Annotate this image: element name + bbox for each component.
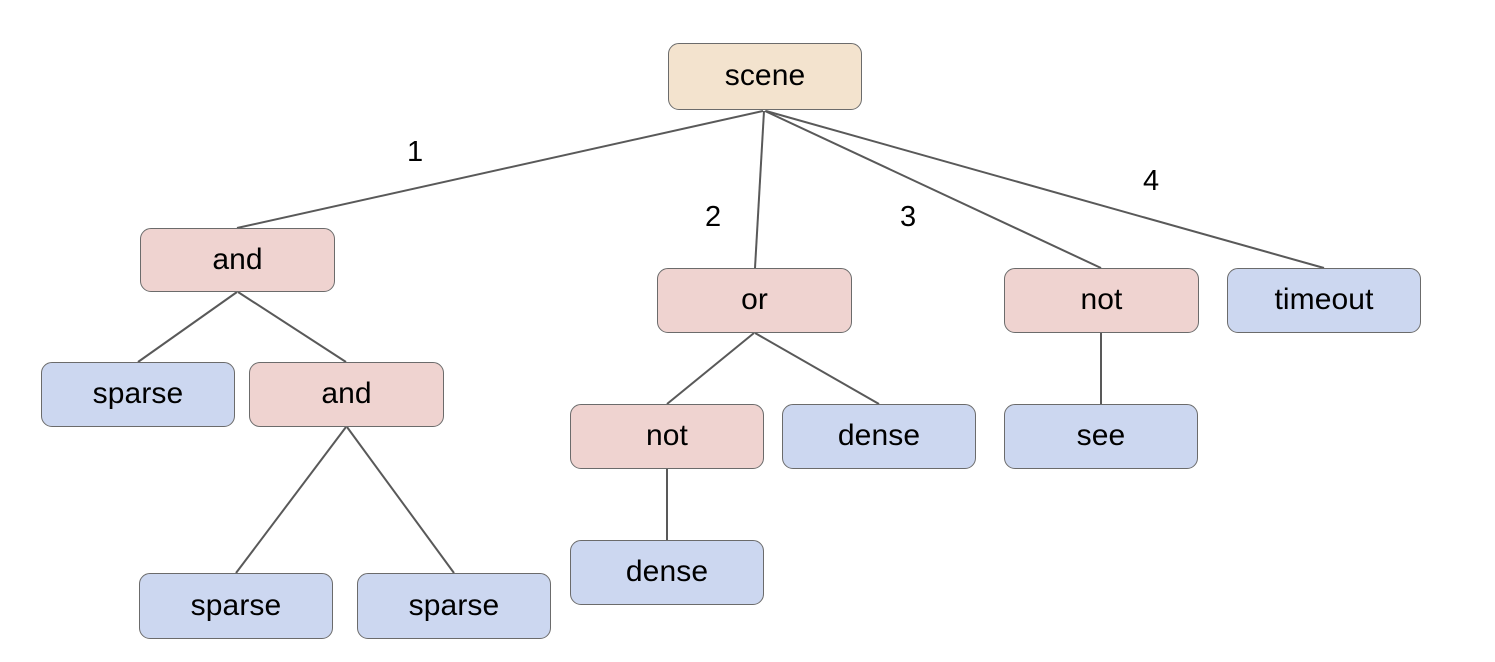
- tree-node-sparse3[interactable]: sparse: [357, 573, 551, 639]
- tree-node-label: timeout: [1274, 283, 1374, 316]
- tree-node-label: scene: [724, 59, 806, 92]
- edge-label-1: 1: [407, 136, 424, 168]
- tree-node-label: dense: [625, 555, 709, 588]
- tree-edge: [237, 291, 347, 363]
- edge-label-2: 2: [705, 201, 722, 233]
- tree-node-dense1[interactable]: dense: [782, 404, 976, 469]
- tree-node-label: or: [741, 283, 768, 316]
- tree-node-label: dense: [837, 419, 921, 452]
- tree-node-label: not: [1080, 283, 1123, 316]
- tree-edge: [236, 110, 764, 229]
- tree-node-label: not: [645, 419, 688, 452]
- tree-edge: [754, 110, 765, 269]
- tree-edge: [346, 426, 455, 574]
- tree-node-not1[interactable]: not: [570, 404, 764, 469]
- tree-node-label: and: [321, 377, 372, 410]
- tree-node-label: see: [1076, 419, 1126, 452]
- tree-node-see[interactable]: see: [1004, 404, 1198, 469]
- tree-node-and2[interactable]: and: [249, 362, 444, 427]
- tree-node-dense2[interactable]: dense: [570, 540, 764, 605]
- tree-node-label: sparse: [92, 377, 184, 410]
- edge-label-3: 3: [900, 201, 917, 233]
- tree-edge: [137, 291, 238, 363]
- tree-edge: [754, 332, 880, 405]
- tree-node-timeout[interactable]: timeout: [1227, 268, 1421, 333]
- tree-node-label: and: [212, 242, 263, 276]
- tree-node-not2[interactable]: not: [1004, 268, 1199, 333]
- tree-node-label: sparse: [408, 588, 500, 622]
- edge-label-4: 4: [1143, 165, 1160, 197]
- tree-node-scene[interactable]: scene: [668, 43, 862, 110]
- tree-edge: [765, 110, 1325, 269]
- tree-node-sparse1[interactable]: sparse: [41, 362, 235, 427]
- tree-edge: [764, 110, 1102, 269]
- tree-node-or1[interactable]: or: [657, 268, 852, 333]
- tree-edge: [235, 426, 347, 574]
- tree-edge: [666, 332, 755, 405]
- tree-node-and1[interactable]: and: [140, 228, 335, 292]
- tree-node-sparse2[interactable]: sparse: [139, 573, 333, 639]
- tree-node-label: sparse: [190, 588, 282, 622]
